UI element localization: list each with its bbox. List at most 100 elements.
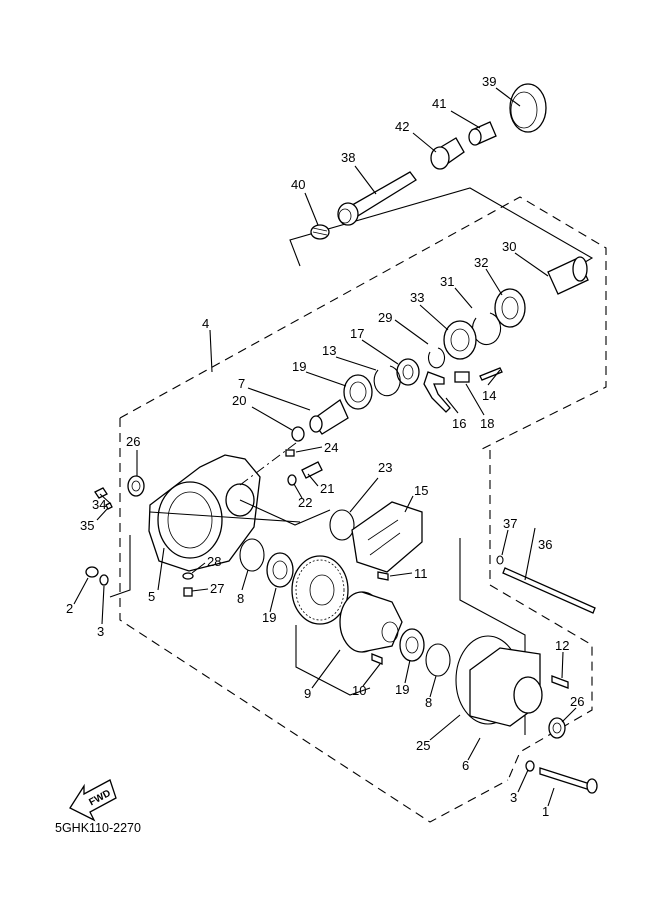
callout-3-right: 3	[510, 790, 517, 805]
callout-16: 16	[452, 416, 466, 431]
part-26-oil-seal-left	[127, 475, 145, 497]
part-5-housing	[148, 454, 261, 572]
part-17-nut	[396, 358, 420, 386]
callout-2: 2	[66, 601, 73, 616]
axis-line-23	[239, 499, 331, 526]
part-15-cover	[351, 501, 423, 573]
part-19-bearing-left	[266, 552, 294, 588]
part-28-washer	[182, 572, 194, 580]
part-37-clip	[496, 555, 504, 565]
callout-25: 25	[416, 738, 430, 753]
part-14-pin	[479, 367, 503, 381]
callout-26-left: 26	[126, 434, 140, 449]
part-1-long-bolt	[539, 767, 598, 794]
callout-6: 6	[462, 758, 469, 773]
callout-4: 4	[202, 316, 209, 331]
callout-33: 33	[410, 290, 424, 305]
part-22-washer	[287, 474, 297, 486]
callout-21: 21	[320, 481, 334, 496]
callout-18: 18	[480, 416, 494, 431]
callout-41: 41	[432, 96, 446, 111]
part-2-washer	[85, 566, 99, 578]
callout-37: 37	[503, 516, 517, 531]
diagram-code: 5GHK110-2270	[55, 821, 141, 835]
callout-19-right: 19	[395, 682, 409, 697]
part-30-pinion-shaft	[547, 256, 589, 295]
part-26-oil-seal-right	[548, 717, 566, 739]
callout-8-right: 8	[425, 695, 432, 710]
bracket-left	[109, 535, 131, 598]
bracket-9	[295, 625, 371, 696]
callout-32: 32	[474, 255, 488, 270]
callout-19-left: 19	[262, 610, 276, 625]
part-3-washer-right	[525, 760, 535, 772]
part-40-spring	[310, 224, 330, 240]
part-36-rod	[502, 567, 596, 614]
part-13-circlip	[373, 365, 401, 397]
part-29-circlip	[427, 347, 446, 369]
part-34-bolt	[94, 487, 108, 499]
assembly-boundary-lower	[119, 418, 509, 823]
part-3-washer-left	[99, 574, 109, 586]
callout-19-upper: 19	[292, 359, 306, 374]
part-35-screw	[105, 502, 113, 510]
callout-24: 24	[324, 440, 338, 455]
part-19-upper-bearing	[343, 374, 373, 410]
callout-23: 23	[378, 460, 392, 475]
callout-3-left: 3	[97, 624, 104, 639]
assembly-boundary-main	[119, 196, 607, 451]
part-10-bolt	[371, 653, 383, 665]
part-42-coupling	[430, 137, 465, 170]
callout-26-right: 26	[570, 694, 584, 709]
part-38-drive-shaft	[337, 171, 417, 226]
shaft-group-outline	[289, 187, 594, 269]
assembly-boundary-right	[489, 450, 593, 781]
callout-36: 36	[538, 537, 552, 552]
callout-27: 27	[210, 581, 224, 596]
part-20-collar	[291, 426, 305, 442]
axis-line-housing	[149, 511, 301, 523]
part-9-differential-case	[339, 591, 403, 653]
part-8-shim-right	[425, 643, 451, 677]
part-16-shift-fork	[423, 371, 451, 413]
callout-labels: 39 41 42 38 40 30 32 31 33 29 17 13 19 7…	[66, 74, 584, 819]
callout-12: 12	[555, 638, 569, 653]
callout-29: 29	[378, 310, 392, 325]
callout-9: 9	[304, 686, 311, 701]
callout-28: 28	[207, 554, 221, 569]
callout-8-left: 8	[237, 591, 244, 606]
part-7-pinion-gear	[309, 399, 349, 435]
callout-30: 30	[502, 239, 516, 254]
callout-40: 40	[291, 177, 305, 192]
part-8-shim-left	[239, 538, 265, 572]
part-31-circlip	[472, 312, 502, 346]
callout-10: 10	[352, 683, 366, 698]
part-32-bearing	[494, 288, 526, 328]
fwd-arrow-icon: FWD	[69, 779, 117, 822]
callout-38: 38	[341, 150, 355, 165]
part-41-collar	[468, 121, 497, 146]
callout-15: 15	[414, 483, 428, 498]
callout-39: 39	[482, 74, 496, 89]
callout-34: 34	[92, 497, 106, 512]
part-24-plug	[285, 449, 295, 457]
callout-22: 22	[298, 495, 312, 510]
part-27-bolt	[183, 587, 193, 597]
part-18-block	[454, 371, 470, 383]
callout-17: 17	[350, 326, 364, 341]
part-6-gear-cover	[469, 647, 543, 727]
callout-13: 13	[322, 343, 336, 358]
callout-35: 35	[80, 518, 94, 533]
part-33-bearing	[443, 320, 477, 360]
callout-31: 31	[440, 274, 454, 289]
callout-42: 42	[395, 119, 409, 134]
part-11-bolt	[377, 571, 389, 581]
part-39-gear-housing	[509, 83, 547, 133]
part-19-bearing-right	[399, 628, 425, 662]
part-23-o-ring	[329, 509, 355, 541]
callout-1: 1	[542, 804, 549, 819]
part-9-ring-gear	[291, 555, 349, 625]
callout-7: 7	[238, 376, 245, 391]
part-21-sensor	[301, 461, 323, 479]
